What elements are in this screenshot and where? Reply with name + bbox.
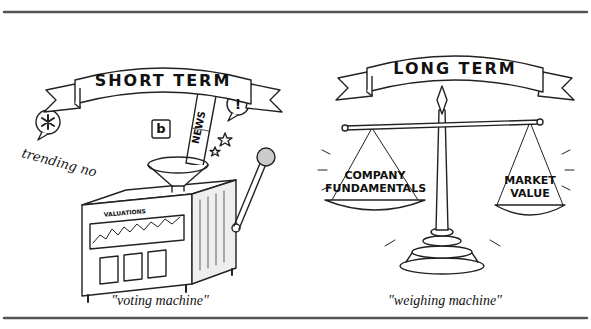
logo-square xyxy=(152,120,170,138)
scale-finial xyxy=(437,86,447,114)
beam-end xyxy=(537,119,543,125)
bubble-tail xyxy=(228,113,238,121)
machine-side xyxy=(192,180,236,284)
chart-window xyxy=(90,215,184,249)
scale-base xyxy=(400,258,484,274)
counter-window xyxy=(124,253,142,281)
frame-line xyxy=(4,317,587,320)
funnel-cone xyxy=(148,165,208,186)
scale-pan-text: COMPANY FUNDAMENTALS xyxy=(325,170,425,195)
bubble-symbol xyxy=(42,115,54,129)
scale-beam xyxy=(345,120,540,130)
scale-pan-text: MARKET VALUE xyxy=(495,175,565,200)
scale-pan: MARKET VALUE xyxy=(495,173,565,217)
funnel-neck xyxy=(172,186,184,192)
star xyxy=(210,147,220,156)
price-line xyxy=(93,217,180,243)
scale-base xyxy=(423,236,461,246)
frame-line xyxy=(4,11,587,14)
banner-ribbon-shape xyxy=(367,76,372,96)
banner-ribbon-text: SHORT TERM xyxy=(38,72,288,90)
banner-ribbon-shape xyxy=(75,88,80,108)
alert-mark: ! xyxy=(228,97,248,111)
star xyxy=(218,133,232,146)
counter-window xyxy=(100,256,118,284)
logo-letter: b xyxy=(152,122,170,136)
banner-ribbon-text: LONG TERM xyxy=(330,60,580,78)
trending-tag: trending no xyxy=(13,145,104,184)
scale-pan-shape xyxy=(495,205,565,215)
machine-front xyxy=(82,194,192,296)
speech-bubble xyxy=(36,110,60,134)
scale-base xyxy=(412,246,472,258)
lever-knob xyxy=(257,148,275,166)
scale-pole xyxy=(436,110,448,230)
beam-end xyxy=(342,125,348,131)
counter-window xyxy=(148,250,166,278)
bubble-tail xyxy=(38,132,48,140)
caption: "weighing machine" xyxy=(365,294,525,310)
scale-pan: COMPANY FUNDAMENTALS xyxy=(325,168,425,214)
lever-arm xyxy=(234,161,266,229)
caption: "voting machine" xyxy=(85,294,235,310)
side-hatching xyxy=(200,191,224,270)
scale-pan-shape xyxy=(325,200,425,210)
banner-ribbon: LONG TERM xyxy=(330,36,580,108)
banner-ribbon: SHORT TERM xyxy=(38,48,288,120)
funnel-rim xyxy=(148,157,208,173)
